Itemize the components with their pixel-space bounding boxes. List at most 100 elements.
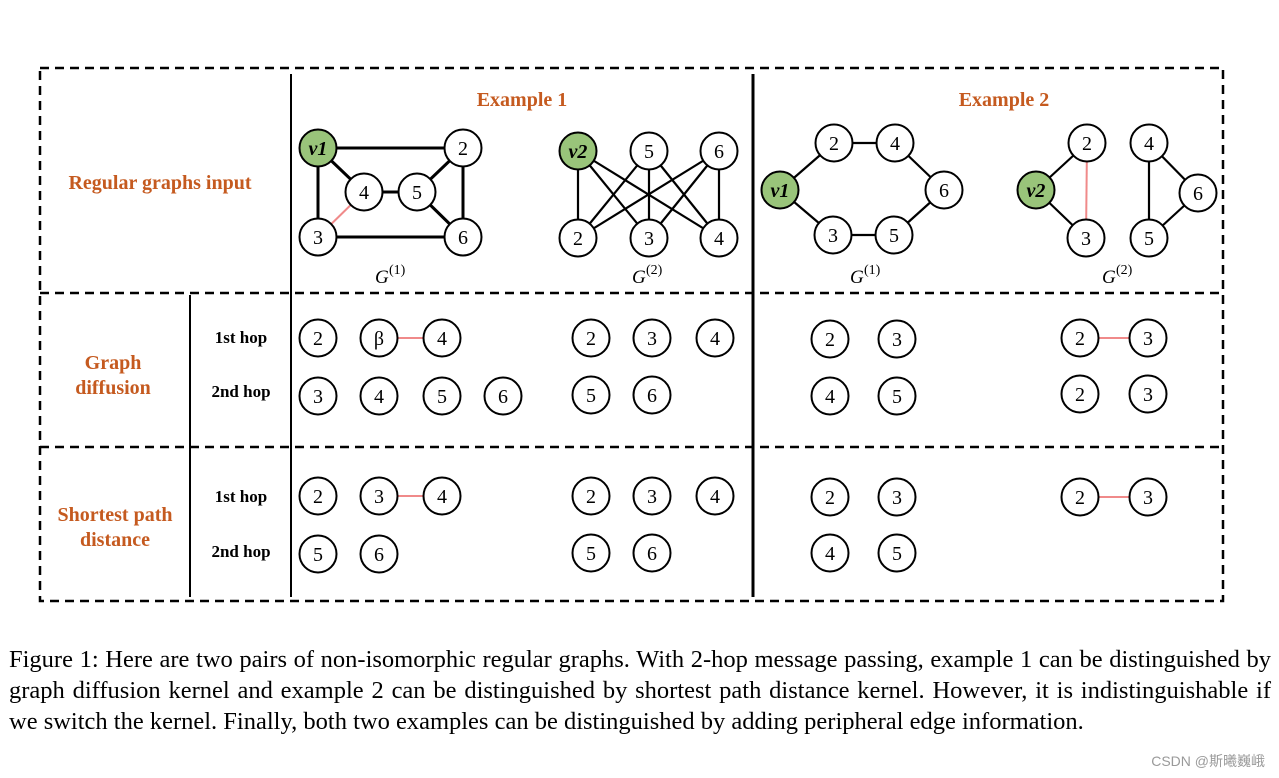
hop-node: 3 xyxy=(877,319,917,359)
hop-node: 2 xyxy=(571,318,611,358)
node-label: 2 xyxy=(313,328,323,350)
hop-node: 3 xyxy=(298,376,338,416)
node-label: 5 xyxy=(644,141,654,163)
node-label: 6 xyxy=(458,227,468,249)
node-label: 3 xyxy=(647,486,657,508)
hop-node: 4 xyxy=(810,376,850,416)
node-label: 4 xyxy=(714,228,724,250)
node-label: v1 xyxy=(771,180,790,202)
hop-label-spd-1st: 1st hop xyxy=(215,487,267,506)
graph-node: 4 xyxy=(875,123,915,163)
hop-node: 5 xyxy=(877,533,917,573)
hop-label-spd-2nd: 2nd hop xyxy=(211,542,270,561)
node-label: 4 xyxy=(359,182,369,204)
node-label: 2 xyxy=(586,328,596,350)
hop-node: 4 xyxy=(810,533,850,573)
node-label: β xyxy=(374,328,384,350)
node-label: 4 xyxy=(825,543,835,565)
hop-node: 5 xyxy=(571,375,611,415)
hop-node: 4 xyxy=(695,476,735,516)
node-label: 5 xyxy=(586,543,596,565)
svg-text:(2): (2) xyxy=(646,263,663,278)
graph-node: 5 xyxy=(397,172,437,212)
graph-node: 5 xyxy=(874,215,914,255)
node-label: 6 xyxy=(498,386,508,408)
graph-name-ex1-g2: G (2) xyxy=(632,263,663,288)
row-label-diffusion-line1: Graph xyxy=(85,352,142,374)
node-label: 6 xyxy=(1193,183,1203,205)
node-label: 6 xyxy=(714,141,724,163)
hop-node: 5 xyxy=(877,376,917,416)
node-label: 3 xyxy=(374,486,384,508)
node-label: 3 xyxy=(1143,328,1153,350)
hop-node: 3 xyxy=(632,318,672,358)
graph-edge xyxy=(577,150,720,239)
node-label: 2 xyxy=(1075,384,1085,406)
node-label: 6 xyxy=(939,180,949,202)
graph-node: 2 xyxy=(558,218,598,258)
svg-text:G: G xyxy=(375,267,389,288)
hop-node: 6 xyxy=(483,376,523,416)
graph-node: 6 xyxy=(1178,173,1218,213)
watermark: CSDN @斯曦巍峨 xyxy=(1151,753,1265,769)
node-label: 2 xyxy=(313,486,323,508)
node-label: 3 xyxy=(647,328,657,350)
hop-label-diffusion-2nd: 2nd hop xyxy=(211,382,270,401)
graph-node: 4 xyxy=(344,172,384,212)
node-label: 5 xyxy=(892,543,902,565)
hop-node: 6 xyxy=(632,375,672,415)
hop-node: 3 xyxy=(359,476,399,516)
hop-node: 4 xyxy=(695,318,735,358)
node-label: 5 xyxy=(889,225,899,247)
hop-node: 3 xyxy=(1128,374,1168,414)
node-label: 4 xyxy=(710,486,720,508)
node-label: 3 xyxy=(892,329,902,351)
graph-node: 6 xyxy=(924,170,964,210)
node-label: v2 xyxy=(1027,180,1046,202)
graph-node: 2 xyxy=(1067,123,1107,163)
node-label: 5 xyxy=(412,182,422,204)
hop-node: 4 xyxy=(359,376,399,416)
graph-node: 5 xyxy=(629,131,669,171)
svg-text:(1): (1) xyxy=(864,263,881,278)
graph-node: 6 xyxy=(443,217,483,257)
node-label: 4 xyxy=(437,486,447,508)
figure-frame xyxy=(38,66,1225,603)
hop-label-diffusion-1st: 1st hop xyxy=(215,328,267,347)
hop-node: 2 xyxy=(810,477,850,517)
figure-diagram: Example 1 Example 2 Regular graphs input… xyxy=(38,66,1225,603)
node-label: 4 xyxy=(437,328,447,350)
example2-title: Example 2 xyxy=(959,89,1050,111)
hop-node: 3 xyxy=(1128,477,1168,517)
graph-node: 4 xyxy=(699,218,739,258)
graph-name-ex2-g2: G (2) xyxy=(1102,263,1133,288)
node-label: 2 xyxy=(586,486,596,508)
graph-node: 5 xyxy=(1129,218,1169,258)
row-label-spd-line1: Shortest path xyxy=(57,504,172,526)
graph-node: v1 xyxy=(760,170,800,210)
hop-node: 3 xyxy=(1128,318,1168,358)
hop-node: β xyxy=(359,318,399,358)
hop-node: 6 xyxy=(359,534,399,574)
figure-caption: Figure 1: Here are two pairs of non-isom… xyxy=(9,646,1271,735)
row-label-diffusion-line2: diffusion xyxy=(75,377,151,399)
node-label: 5 xyxy=(313,544,323,566)
node-label: 4 xyxy=(890,133,900,155)
node-label: 6 xyxy=(374,544,384,566)
graph-node: v1 xyxy=(298,128,338,168)
node-label: 3 xyxy=(1143,487,1153,509)
hop-node: 5 xyxy=(571,533,611,573)
node-label: 2 xyxy=(1082,133,1092,155)
hop-node: 6 xyxy=(632,533,672,573)
svg-text:G: G xyxy=(850,267,864,288)
node-label: 2 xyxy=(825,329,835,351)
graph-node: 2 xyxy=(814,123,854,163)
graph-node: v2 xyxy=(1016,170,1056,210)
node-label: 3 xyxy=(644,228,654,250)
graph-node: 6 xyxy=(699,131,739,171)
row-label-spd-line2: distance xyxy=(80,529,150,551)
node-label: v1 xyxy=(309,138,328,160)
graph-node: 3 xyxy=(629,218,669,258)
hop-node: 5 xyxy=(298,534,338,574)
svg-text:G: G xyxy=(1102,267,1116,288)
